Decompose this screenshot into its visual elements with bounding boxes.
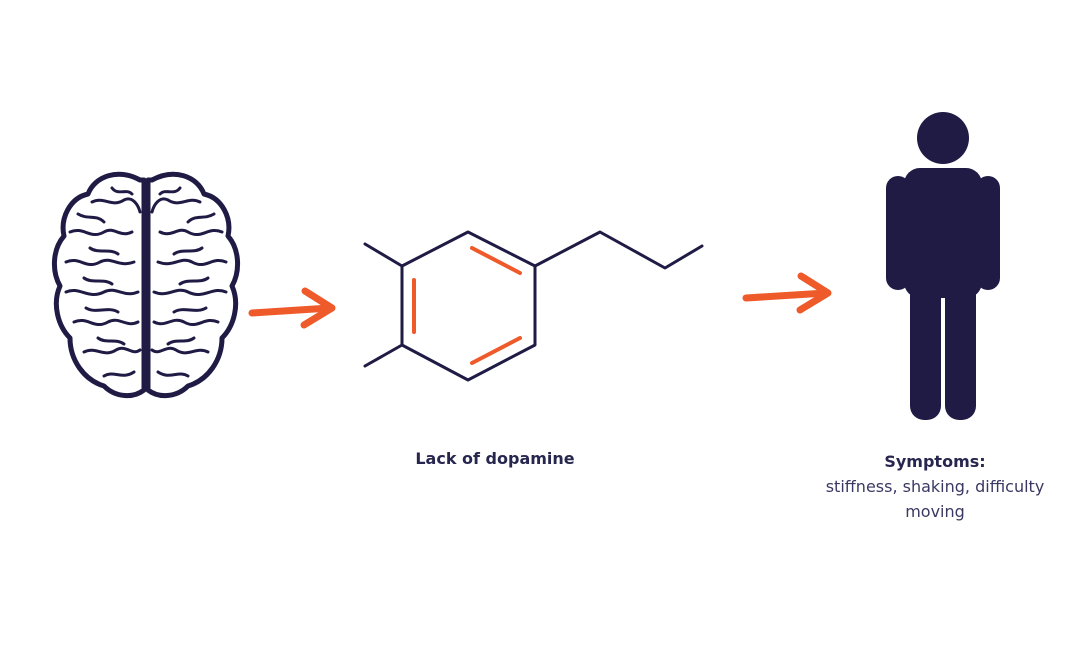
symptoms-title: Symptoms: (884, 452, 986, 471)
dopamine-label: Lack of dopamine (415, 449, 575, 468)
symptoms-block: Symptoms: stiffness, shaking, difficulty… (800, 449, 1070, 524)
symptoms-text: stiffness, shaking, difficulty moving (825, 477, 1045, 521)
